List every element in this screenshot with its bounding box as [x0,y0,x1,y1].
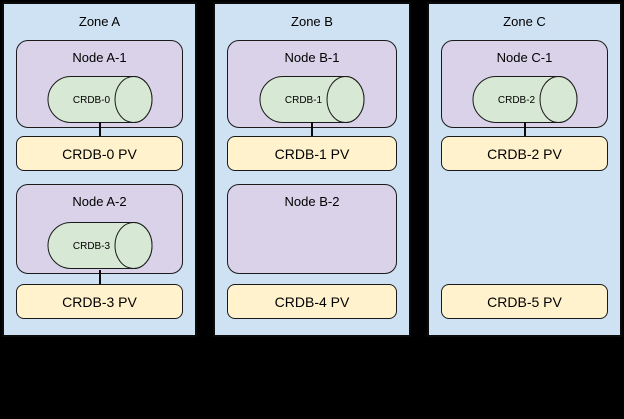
pv-crdb-3: CRDB-3 PV [16,284,183,319]
node-c1: Node C-1 CRDB-2 [441,40,608,128]
connector-a2-pv3 [98,270,101,284]
node-a1: Node A-1 CRDB-0 [16,40,183,128]
pv-crdb-0-label: CRDB-0 PV [62,145,137,162]
pv-crdb-3-label: CRDB-3 PV [62,293,137,310]
connector-c1-pv2 [523,122,526,136]
connector-b1-pv1 [311,122,313,136]
zone-a: Zone A Node A-1 CRDB-0 CRDB-0 PV Node A-… [2,2,197,337]
node-b1: Node B-1 CRDB-1 [227,40,397,128]
pv-crdb-1-label: CRDB-1 PV [274,145,350,162]
node-b2: Node B-2 [227,184,397,274]
pv-crdb-4-label: CRDB-4 PV [274,293,350,310]
pv-crdb-0: CRDB-0 PV [16,136,183,171]
crdb-1-cylinder-icon: CRDB-1 [259,76,365,123]
pv-crdb-5-label: CRDB-5 PV [487,293,562,310]
node-a2-label: Node A-2 [72,194,127,209]
zone-b: Zone B Node B-1 CRDB-1 CRDB-1 PV Node B-… [213,2,411,337]
pv-crdb-2-label: CRDB-2 PV [487,145,562,162]
pv-crdb-2: CRDB-2 PV [441,136,608,171]
crdb-3-cylinder-label: CRDB-3 [72,241,110,252]
crdb-2-cylinder-label: CRDB-2 [497,95,535,106]
pv-crdb-4: CRDB-4 PV [227,284,397,319]
crdb-1-cylinder-label: CRDB-1 [285,95,323,106]
node-c1-label: Node C-1 [496,50,553,65]
zone-a-label: Zone A [78,14,121,29]
connector-a1-pv0 [98,122,101,136]
zone-b-label: Zone B [291,14,333,29]
crdb-3-cylinder-icon: CRDB-3 [47,222,152,269]
zone-c: Zone C Node C-1 CRDB-2 CRDB-2 PV CRDB-5 … [427,2,622,337]
crdb-0-cylinder-icon: CRDB-0 [47,76,152,123]
node-a1-label: Node A-1 [72,50,127,65]
node-a2: Node A-2 CRDB-3 [16,184,183,274]
node-b2-label: Node B-2 [284,194,340,209]
pv-crdb-1: CRDB-1 PV [227,136,397,171]
node-b1-label: Node B-1 [284,50,340,65]
crdb-2-cylinder-icon: CRDB-2 [472,76,577,123]
pv-crdb-5: CRDB-5 PV [441,284,608,319]
crdb-0-cylinder-label: CRDB-0 [72,95,110,106]
zone-c-label: Zone C [503,14,546,29]
